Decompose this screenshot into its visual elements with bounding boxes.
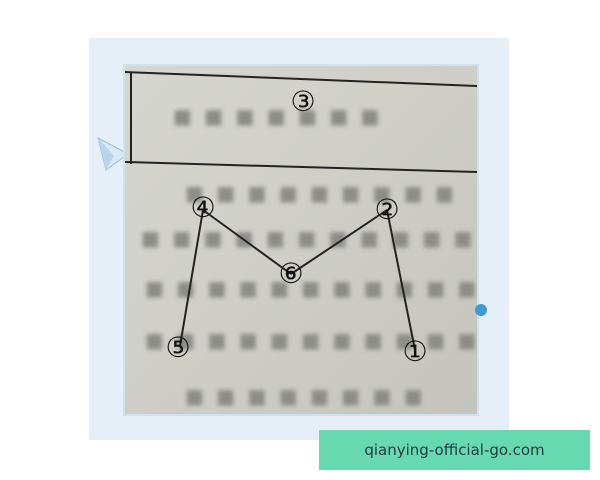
blurred-text-line: ■ ■ ■ ■ ■ ■ ■ ■ ■ ■ ■: [145, 328, 479, 352]
circled-number-2: ②: [374, 193, 400, 226]
connector-4-5: [179, 209, 204, 347]
accent-dot: [475, 304, 487, 316]
circled-number-4: ④: [190, 191, 216, 224]
watermark-text: qianying-official-go.com: [364, 441, 545, 459]
circled-number-6: ⑥: [278, 257, 304, 290]
circled-number-3: ③: [290, 85, 316, 118]
connector-2-1: [386, 209, 416, 351]
top-border-line: [125, 71, 477, 87]
book-photo: ■ ■ ■ ■ ■ ■ ■ ■ ■ ■ ■ ■ ■ ■ ■ ■ ■ ■ ■ ■ …: [123, 64, 479, 416]
connector-6-2: [290, 209, 388, 275]
circled-number-1: ①: [402, 335, 428, 368]
divider-line: [125, 161, 477, 173]
blurred-text-line: ■ ■ ■ ■ ■ ■ ■ ■: [185, 384, 426, 408]
circled-number-5: ⑤: [165, 331, 191, 364]
paper-fold-icon: [97, 137, 129, 171]
watermark-banner[interactable]: qianying-official-go.com: [319, 430, 590, 470]
connector-4-6: [202, 209, 292, 275]
blurred-text-line: ■ ■ ■ ■ ■ ■ ■ ■ ■ ■ ■: [145, 276, 479, 300]
blurred-text-line: ■ ■ ■ ■ ■ ■ ■ ■ ■: [185, 181, 457, 205]
blurred-text-line: ■ ■ ■ ■ ■ ■ ■: [173, 104, 383, 128]
diagram-lines: [125, 71, 477, 351]
